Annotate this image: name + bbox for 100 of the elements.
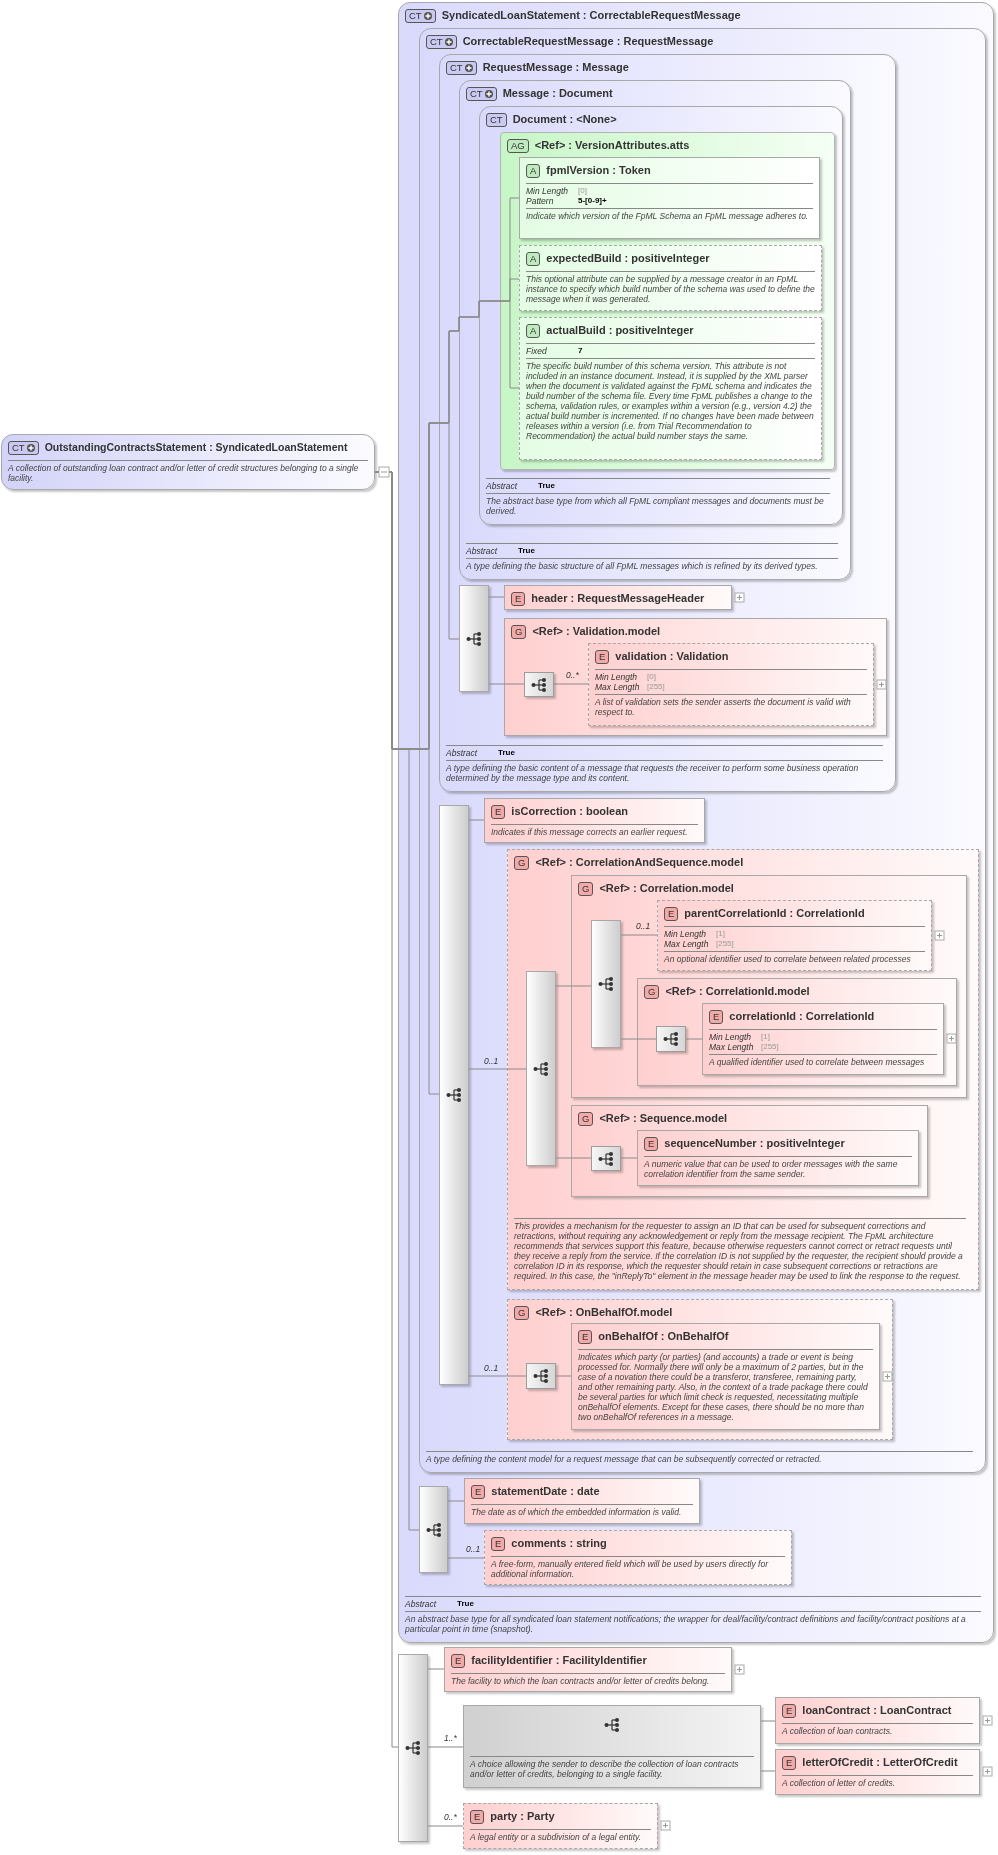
- element-box: [775, 1749, 980, 1795]
- property-name: Abstract: [466, 546, 499, 556]
- type-name: Document : <None>: [512, 112, 617, 128]
- element-box: [637, 1130, 919, 1186]
- description-text: A type defining the basic structure of all FpML messages which is refined by its derived types.: [466, 560, 819, 573]
- connector-line: [488, 683, 525, 685]
- type-badge: CT: [426, 34, 457, 49]
- element-box: [657, 900, 932, 971]
- complex-type-box: [439, 54, 896, 792]
- property-name: Pattern: [526, 196, 555, 206]
- cardinality-label: 0..*: [444, 1813, 457, 1822]
- description-text: A free-form, manually entered field which will be used by users directly for additional information.: [491, 1558, 770, 1581]
- connector-line: [685, 1038, 703, 1040]
- type-badge: CT: [8, 440, 39, 455]
- connector-line: [620, 934, 658, 936]
- group-box: [507, 1299, 893, 1440]
- type-badge: CT: [446, 60, 477, 75]
- property-name: Min Length: [595, 672, 639, 682]
- group-box: [637, 978, 957, 1086]
- connector-line: [427, 1825, 464, 1827]
- choice-box: [463, 1705, 761, 1788]
- type-name: sequenceNumber : positiveInteger: [664, 1136, 845, 1152]
- type-badge: G: [578, 1111, 594, 1126]
- description-text: The abstract base type from which all FpML compliant messages and documents must be derived.: [486, 495, 825, 518]
- property-name: Abstract: [405, 1599, 438, 1609]
- description-text: A collection of outstanding loan contract and/or letter of credit structures belonging to a single facility.: [8, 462, 360, 485]
- group-box: [504, 618, 887, 736]
- type-badge: E: [471, 1484, 486, 1499]
- sequence-box: [526, 1363, 556, 1389]
- type-name: fpmlVersion : Token: [546, 163, 651, 179]
- connector-line: [620, 1038, 657, 1040]
- type-name: <Ref> : Sequence.model: [599, 1111, 728, 1127]
- sequence-bar: [526, 971, 556, 1166]
- description-text: A list of validation sets the sender asserts the document is valid with respect to.: [595, 696, 852, 719]
- complex-type-box: [419, 28, 986, 1473]
- type-name: <Ref> : VersionAttributes.atts: [534, 138, 690, 154]
- description-text: A legal entity or a subdivision of a legal entity.: [470, 1831, 643, 1844]
- type-badge: CT: [486, 112, 507, 127]
- type-name: Message : Document: [502, 86, 613, 102]
- connector-line: [427, 1668, 445, 1670]
- type-badge: E: [578, 1329, 593, 1344]
- property-value: True: [518, 546, 535, 556]
- type-badge: G: [514, 1305, 530, 1320]
- type-name: actualBuild : positiveInteger: [546, 323, 694, 339]
- connector-line: [468, 1375, 527, 1377]
- type-name: correlationId : CorrelationId: [729, 1009, 875, 1025]
- connector-line: [760, 1720, 776, 1722]
- element-box: [463, 1803, 658, 1849]
- cardinality-label: 0..*: [566, 671, 579, 680]
- attribute-group-box: [500, 132, 835, 470]
- sequence-bar: [459, 585, 489, 692]
- type-badge: A: [526, 323, 541, 338]
- attribute-box: [519, 245, 822, 311]
- type-name: <Ref> : Validation.model: [532, 624, 661, 640]
- complex-type-box: [479, 106, 843, 525]
- type-name: expectedBuild : positiveInteger: [546, 251, 710, 267]
- property-value: [1]: [716, 929, 725, 939]
- sequence-box: [524, 672, 554, 697]
- type-badge: G: [578, 881, 594, 896]
- type-badge: G: [511, 624, 527, 639]
- sequence-bar: [398, 1654, 428, 1842]
- property-name: Abstract: [446, 748, 479, 758]
- type-name: loanContract : LoanContract: [802, 1703, 952, 1719]
- connector-line: [447, 1557, 485, 1559]
- description-text: Indicates if this message corrects an earlier request.: [491, 826, 689, 839]
- connector-line: [555, 1157, 592, 1159]
- type-name: facilityIdentifier : FacilityIdentifier: [471, 1653, 647, 1669]
- connector-line: [553, 683, 589, 685]
- description-text: The facility to which the loan contracts and/or letter of credits belong.: [451, 1675, 711, 1688]
- type-badge: E: [644, 1136, 659, 1151]
- cardinality-label: 0..1: [484, 1057, 499, 1066]
- connector-line: [427, 1746, 464, 1748]
- type-name: validation : Validation: [615, 649, 729, 665]
- property-value: [255]: [761, 1042, 779, 1052]
- connector-line: [760, 1770, 776, 1772]
- type-name: <Ref> : OnBehalfOf.model: [535, 1305, 673, 1321]
- attribute-box: [519, 317, 822, 460]
- connector-line: [447, 1500, 465, 1502]
- description-text: An optional identifier used to correlate between related processes: [664, 953, 912, 966]
- type-name: party : Party: [490, 1809, 555, 1825]
- element-box: [571, 1323, 880, 1430]
- type-badge: E: [470, 1809, 485, 1824]
- sequence-box: [656, 1026, 686, 1052]
- element-box: [464, 1478, 700, 1524]
- type-name: parentCorrelationId : CorrelationId: [684, 906, 865, 922]
- property-value: [255]: [647, 682, 665, 692]
- cardinality-label: 1..*: [444, 1734, 457, 1743]
- cardinality-label: 0..1: [636, 922, 651, 931]
- cardinality-label: 0..1: [484, 1364, 499, 1373]
- type-badge: E: [782, 1703, 797, 1718]
- property-value: True: [498, 748, 515, 758]
- property-name: Max Length: [664, 939, 710, 949]
- property-value: 7: [578, 346, 583, 356]
- group-box: [571, 875, 967, 1098]
- element-box: [775, 1697, 980, 1744]
- complex-type-box: [459, 80, 851, 580]
- description-text: This optional attribute can be supplied by a message creator in an FpML instance to specify which build number of the schema was used to define the message when it was generated.: [526, 273, 815, 306]
- type-badge: E: [491, 804, 506, 819]
- connector-line: [468, 819, 485, 821]
- element-box: [484, 798, 705, 843]
